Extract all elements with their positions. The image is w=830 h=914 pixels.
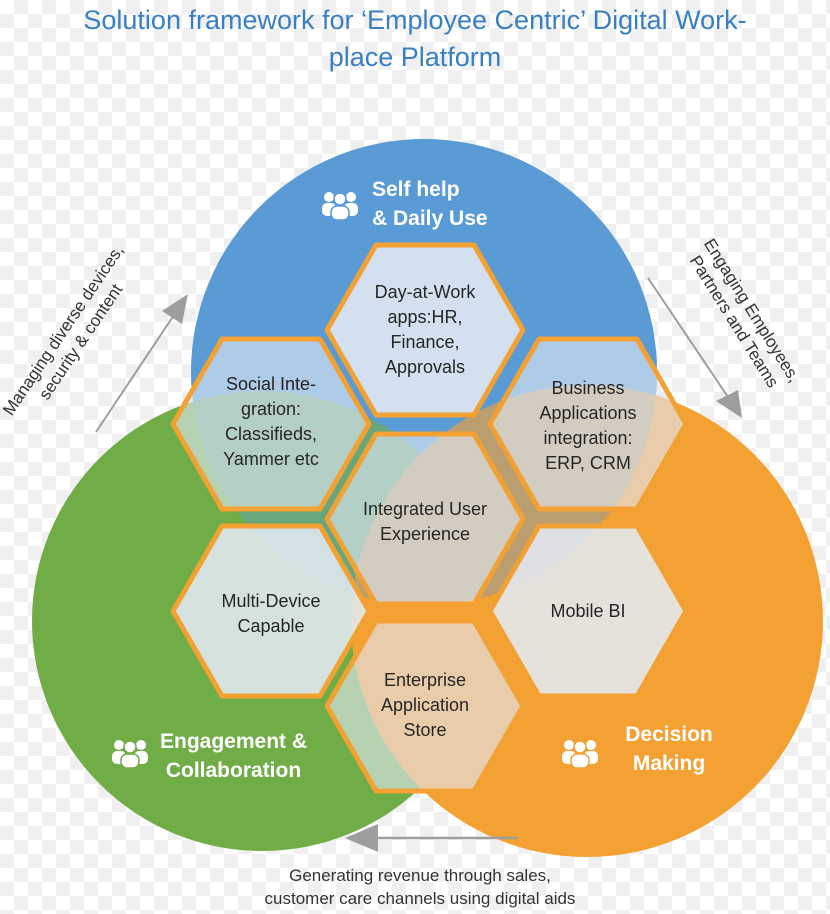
hex-multi-device xyxy=(170,523,372,699)
arrow-left-up xyxy=(95,294,188,433)
hex-app-store xyxy=(324,618,526,794)
label-self-help: Self help & Daily Use xyxy=(372,175,488,233)
arrow-right-down xyxy=(647,277,742,418)
label-engagement: Engagement & Collaboration xyxy=(160,727,307,785)
title-line-2: place Platform xyxy=(328,42,502,72)
hex-social xyxy=(170,336,372,512)
hex-text-day-at-work: Day-at-Work apps:HR, Finance, Approvals xyxy=(374,282,476,377)
hex-mobile-bi xyxy=(487,523,689,699)
bottom-line-2: customer care channels using digital aid… xyxy=(264,889,576,908)
hex-text-mobile-bi: Mobile BI xyxy=(550,601,626,621)
hex-integrated-ux xyxy=(324,431,526,607)
diagram-title: Solution framework for ‘Employee Centric… xyxy=(20,2,810,76)
people-icon xyxy=(112,740,148,768)
people-icon xyxy=(322,192,358,220)
people-icon xyxy=(562,740,598,768)
engagement-line-2: Collaboration xyxy=(165,759,302,782)
decision-line-2: Making xyxy=(632,752,706,775)
title-line-1: Solution framework for ‘Employee Centric… xyxy=(83,5,747,35)
hex-text-social: Social Inte- gration: Classifieds, Yamme… xyxy=(223,374,319,469)
hex-text-business-apps: Business Applications integration: ERP, … xyxy=(539,378,637,473)
bottom-line-1: Generating revenue through sales, xyxy=(289,866,551,885)
self-help-line-2: & Daily Use xyxy=(372,207,488,230)
self-help-line-1: Self help xyxy=(372,178,460,201)
bottom-label: Generating revenue through sales, custom… xyxy=(160,864,680,910)
hex-text-integrated-ux: Integrated User Experience xyxy=(362,499,488,544)
hex-business-apps xyxy=(487,336,689,512)
hex-text-app-store: Enterprise Application Store xyxy=(380,670,470,740)
arrow-bottom-left xyxy=(345,824,518,852)
hex-day-at-work xyxy=(324,242,526,418)
decision-line-1: Decision xyxy=(625,723,713,746)
hex-group xyxy=(170,242,689,794)
hex-text-multi-device: Multi-Device Capable xyxy=(221,591,321,636)
label-decision: Decision Making xyxy=(614,720,724,778)
engagement-line-1: Engagement & xyxy=(160,730,308,753)
